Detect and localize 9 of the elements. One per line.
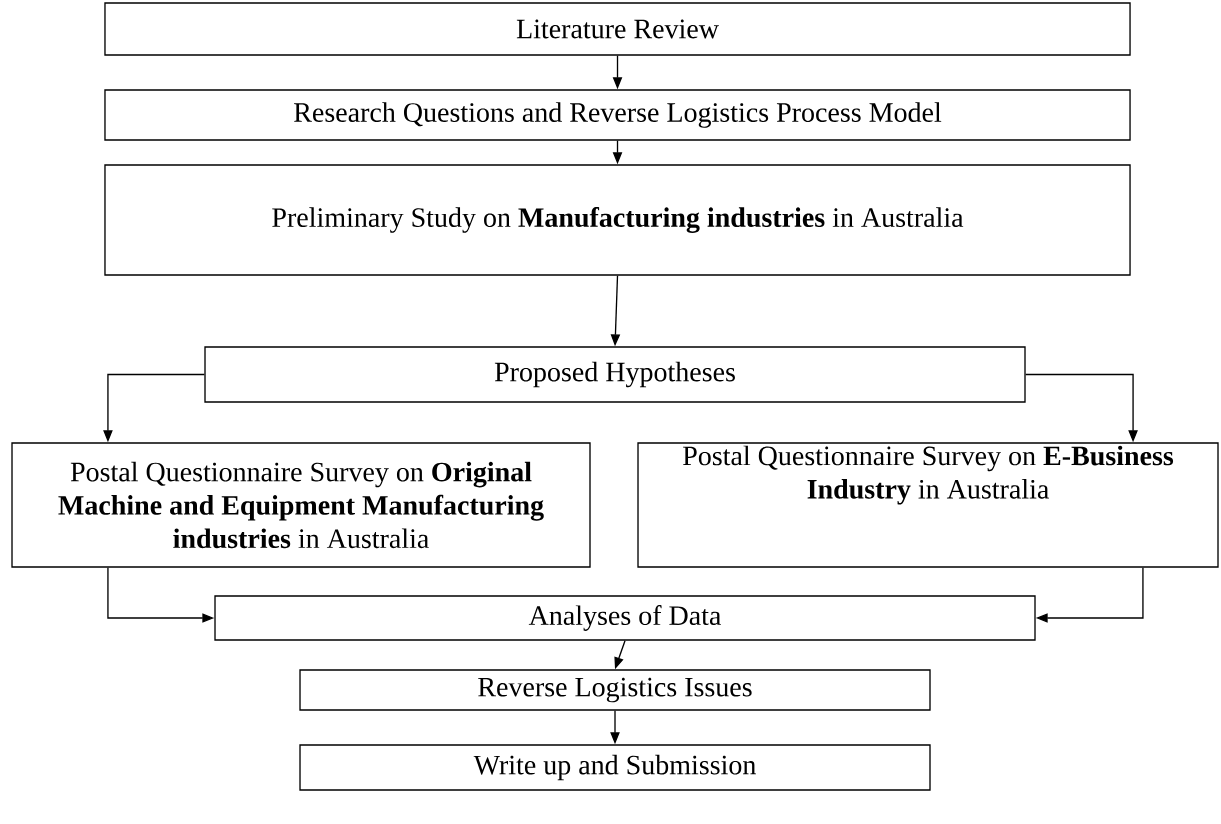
- process-box: Postal Questionnaire Survey on Original Machine and Equipment Manufacturing industries in Australia: [11, 442, 591, 568]
- process-box: Write up and Submission: [299, 744, 931, 791]
- process-box: Research Questions and Reverse Logistics Process Model: [104, 89, 1131, 141]
- process-box: Preliminary Study on Manufacturing industries in Australia: [104, 164, 1131, 276]
- process-box: Proposed Hypotheses: [204, 346, 1026, 403]
- process-box: Literature Review: [104, 2, 1131, 56]
- process-box: Reverse Logistics Issues: [299, 669, 931, 711]
- process-box: Postal Questionnaire Survey on E-Business Industry in Australia: [637, 442, 1219, 568]
- process-box: Analyses of Data: [214, 595, 1036, 641]
